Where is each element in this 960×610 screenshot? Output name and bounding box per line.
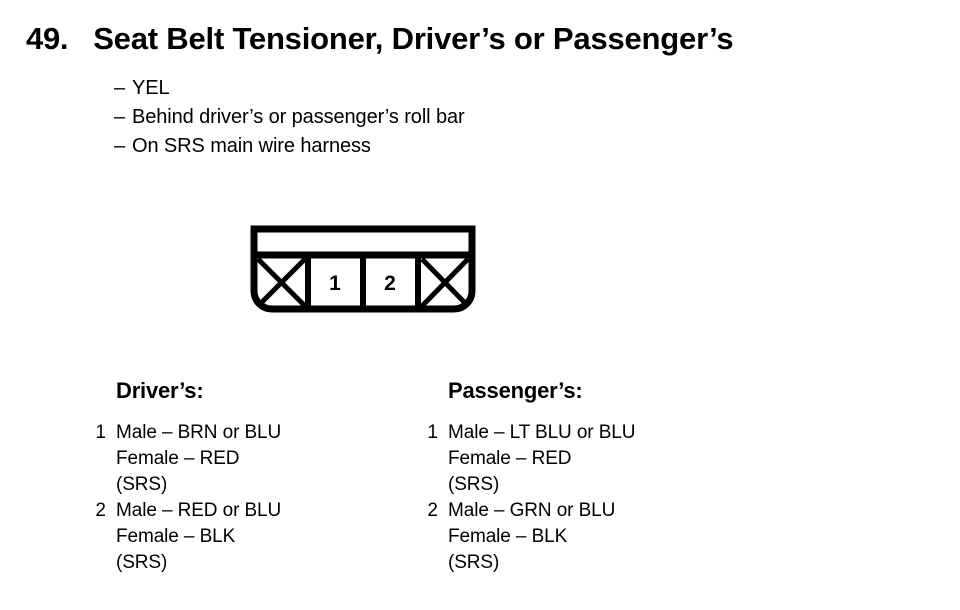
pin-detail-lines: Male – BRN or BLU Female – RED (SRS)	[116, 420, 281, 498]
pin-entry: 1 Male – BRN or BLU Female – RED (SRS)	[88, 420, 281, 498]
pin-number: 2	[427, 500, 438, 521]
pin-detail-line: Male – LT BLU or BLU	[448, 422, 636, 443]
description-line: –YEL	[114, 74, 465, 103]
pin-detail-line: (SRS)	[116, 552, 168, 573]
connector-blank-cell-right	[420, 257, 470, 308]
page-title: 49. Seat Belt Tensioner, Driver’s or Pas…	[26, 21, 734, 57]
pin-detail-line: Male – RED or BLU	[116, 500, 282, 521]
connector-pin-2-label: 2	[384, 272, 396, 295]
legend-heading: Passenger’s:	[448, 378, 583, 403]
connector-diagram: 1 2	[250, 225, 476, 313]
connector-outer-shell	[250, 225, 476, 313]
pin-number: 1	[95, 422, 106, 443]
description-line: –Behind driver’s or passenger’s roll bar	[114, 103, 465, 132]
item-title: Seat Belt Tensioner, Driver’s or Passeng…	[93, 21, 734, 56]
legend-driver: Driver’s: 1 Male – BRN or BLU Female – R…	[88, 378, 281, 576]
dash-bullet-icon: –	[114, 106, 126, 128]
dash-bullet-icon: –	[114, 77, 126, 99]
item-number: 49.	[26, 21, 69, 56]
description-text: On SRS main wire harness	[132, 135, 371, 157]
pin-detail-line: Female – BLK	[448, 526, 568, 547]
pin-entry: 1 Male – LT BLU or BLU Female – RED (SRS…	[420, 420, 635, 498]
description-line: –On SRS main wire harness	[114, 132, 465, 161]
pin-entry: 2 Male – GRN or BLU Female – BLK (SRS)	[420, 498, 635, 576]
pin-detail-line: Female – BLK	[116, 526, 236, 547]
dash-bullet-icon: –	[114, 135, 126, 157]
pin-detail-line: Female – RED	[116, 448, 240, 469]
pin-detail-line: (SRS)	[448, 552, 500, 573]
connector-blank-cell-left	[256, 257, 307, 308]
pin-detail-lines: Male – RED or BLU Female – BLK (SRS)	[116, 498, 281, 576]
legend-heading: Driver’s:	[116, 378, 204, 403]
pin-entry: 2 Male – RED or BLU Female – BLK (SRS)	[88, 498, 281, 576]
description-text: YEL	[132, 77, 170, 99]
pin-number: 2	[95, 500, 106, 521]
pin-detail-line: Male – BRN or BLU	[116, 422, 282, 443]
pin-detail-line: Female – RED	[448, 448, 572, 469]
connector-pin-1-label: 1	[329, 272, 341, 295]
pin-detail-line: (SRS)	[116, 474, 168, 495]
legend-passenger: Passenger’s: 1 Male – LT BLU or BLU Fema…	[420, 378, 635, 576]
pin-number: 1	[427, 422, 438, 443]
pin-detail-lines: Male – GRN or BLU Female – BLK (SRS)	[448, 498, 615, 576]
description-text: Behind driver’s or passenger’s roll bar	[132, 106, 465, 128]
pin-detail-line: (SRS)	[448, 474, 500, 495]
pin-detail-line: Male – GRN or BLU	[448, 500, 616, 521]
description-list: –YEL –Behind driver’s or passenger’s rol…	[114, 74, 465, 161]
pin-detail-lines: Male – LT BLU or BLU Female – RED (SRS)	[448, 420, 635, 498]
